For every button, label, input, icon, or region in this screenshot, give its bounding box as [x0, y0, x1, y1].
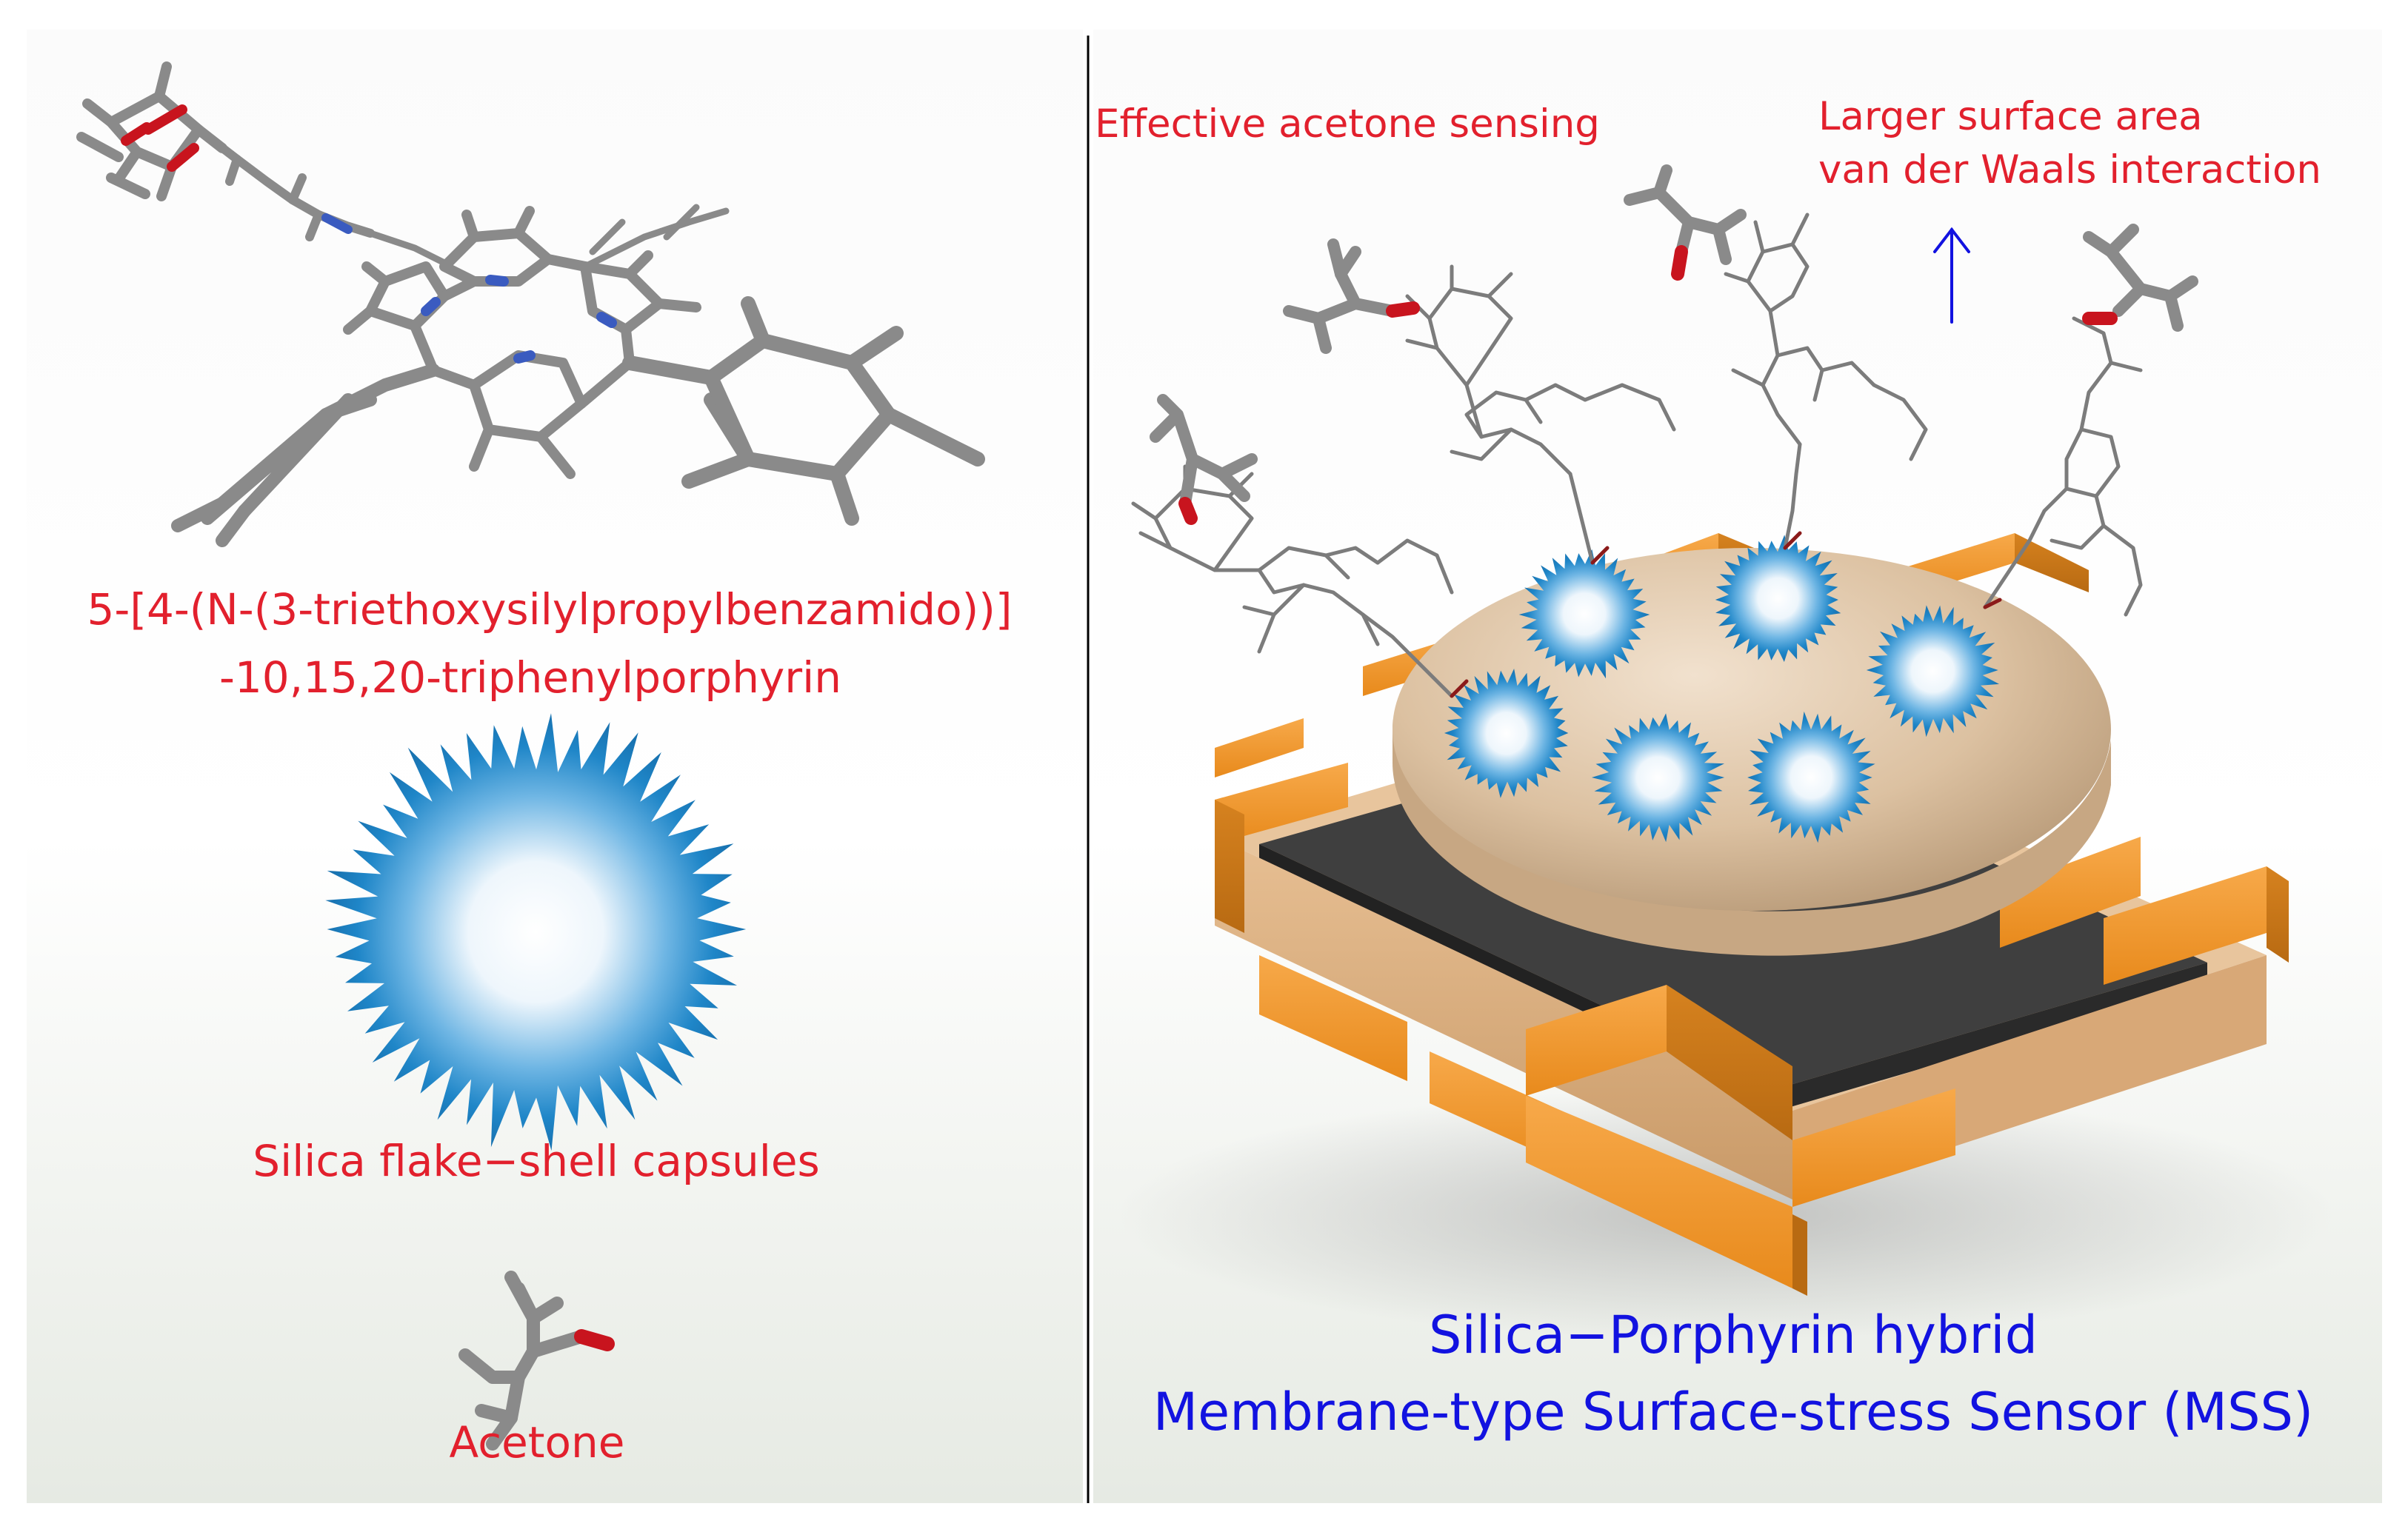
upward-arrow [1933, 227, 1970, 324]
acetone-right-3 [1624, 164, 1747, 281]
porphyrin-right [1983, 316, 2143, 617]
acetone-label: Acetone [449, 1417, 625, 1468]
acetone-right-1 [1150, 394, 1258, 525]
porphyrin-left [1131, 464, 1469, 698]
surface-area-line2: van der Waals interaction [1818, 147, 2321, 193]
capsule-4 [1444, 669, 1569, 798]
silica-capsule-illustration [325, 713, 747, 1151]
molecule-name-line1: 5-[4-(N-(3-triethoxysilylpropylbenzamido… [87, 584, 1013, 635]
porphyrin-center-right [1724, 213, 1928, 550]
porphyrin-molecule-model [76, 61, 985, 547]
frame-base-front-left [1215, 837, 1792, 1200]
capsule-6 [1747, 711, 1875, 843]
triethoxysilyl-group [76, 61, 227, 201]
polymer-cap-side [1393, 718, 2111, 956]
meso-phenyl-right [622, 296, 985, 526]
acetone-right-4 [2082, 224, 2198, 332]
acetone-right-2 [1283, 238, 1420, 354]
propyl-linker [194, 125, 375, 241]
anchored-porphyrins [1131, 213, 2143, 698]
mss-sensor-chip [1118, 533, 2333, 1340]
silica-capsule-spiky [325, 713, 747, 1151]
capsule-2 [1715, 535, 1841, 662]
surface-area-line1: Larger surface area [1818, 94, 2203, 139]
porphyrin-core [343, 206, 701, 479]
hybrid-title: Silica−Porphyrin hybrid [1428, 1305, 2038, 1365]
effective-sensing-label: Effective acetone sensing [1095, 101, 1600, 147]
acetone-molecule-model [458, 1271, 615, 1451]
meso-phenyl-left [171, 364, 440, 547]
capsule-label: Silica flake−shell capsules [253, 1136, 820, 1186]
porphyrin-center-left [1405, 264, 1676, 565]
molecule-name-line2: -10,15,20-triphenylporphyrin [219, 652, 842, 703]
capsule-5 [1591, 713, 1725, 843]
floating-acetone-molecules [1150, 164, 2198, 525]
capsules-on-sensor [1444, 535, 1999, 843]
meso-phenyl-top [367, 204, 730, 270]
capsule-3 [1866, 605, 1999, 737]
capsule-1 [1518, 549, 1650, 679]
membrane-side-right [1778, 963, 2207, 1111]
mss-title: Membrane-type Surface-stress Sensor (MSS… [1153, 1382, 2314, 1442]
pyrrole-nitrogens [421, 275, 617, 364]
